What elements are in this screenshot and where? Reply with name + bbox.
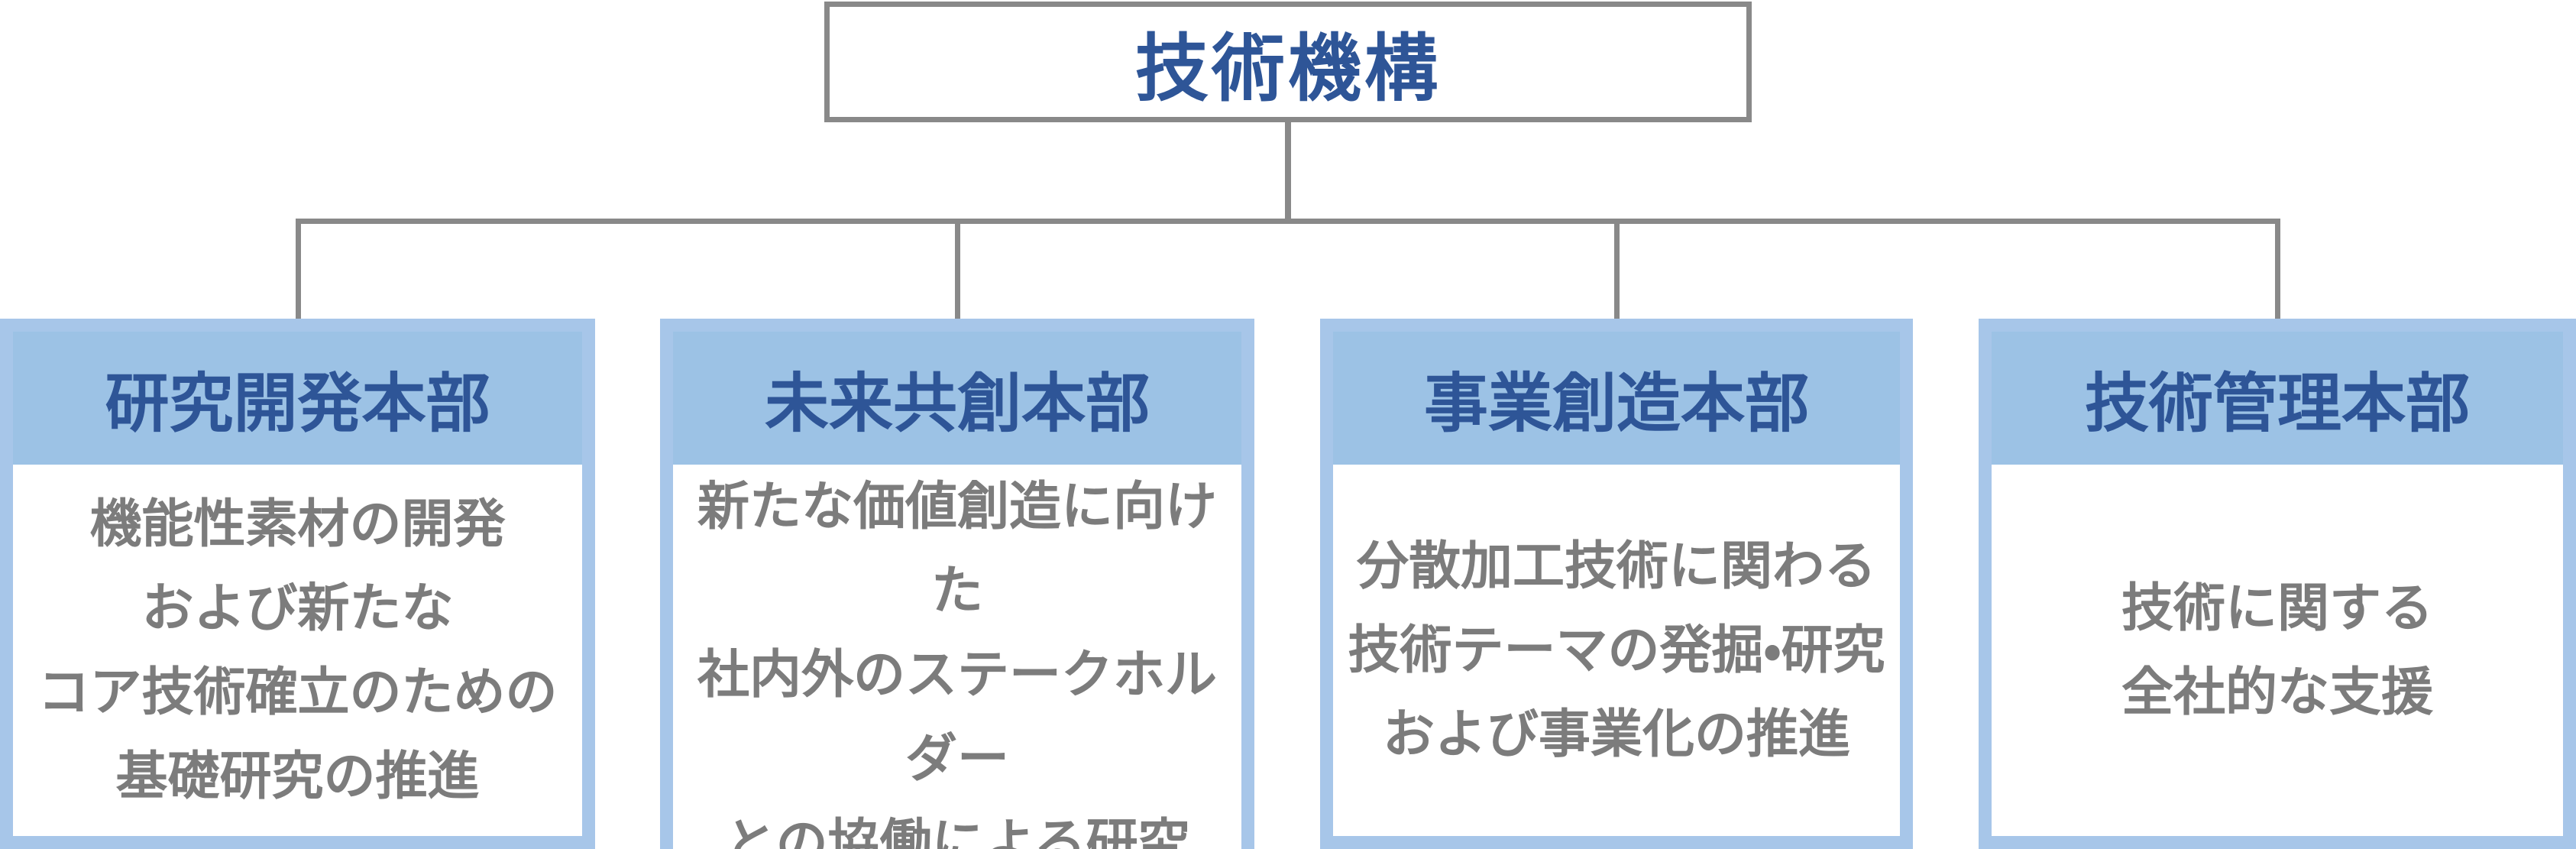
department-title: 技術管理本部 <box>2084 367 2470 439</box>
department-description: 新たな価値創造に向けた 社内外のステークホルダー との協働による研究 および事業… <box>697 478 1217 849</box>
department-description: 分散加工技術に関わる 技術テーマの発掘・研究 および事業化の推進 <box>1348 536 1885 764</box>
connector-drop-2 <box>955 224 960 319</box>
department-description: 機能性素材の開発 および新たな コア技術確立のための 基礎研究の推進 <box>37 494 558 806</box>
root-node-box: 技術機構 <box>824 2 1752 122</box>
department-description: 技術に関する 全社的な支援 <box>2121 578 2433 721</box>
department-title: 研究開発本部 <box>105 367 490 439</box>
department-body: 技術に関する 全社的な支援 <box>1992 465 2563 836</box>
department-title: 事業創造本部 <box>1423 367 1809 439</box>
department-header: 未来共創本部 <box>673 332 1241 465</box>
department-box-rnd: 研究開発本部 機能性素材の開発 および新たな コア技術確立のための 基礎研究の推… <box>0 319 595 849</box>
root-node-title: 技術機構 <box>1135 28 1441 110</box>
department-box-technology-management: 技術管理本部 技術に関する 全社的な支援 <box>1979 319 2576 849</box>
department-header: 研究開発本部 <box>13 332 582 465</box>
connector-drop-4 <box>2275 224 2280 319</box>
department-header: 事業創造本部 <box>1333 332 1900 465</box>
department-body: 分散加工技術に関わる 技術テーマの発掘・研究 および事業化の推進 <box>1333 465 1900 836</box>
department-box-business-creation: 事業創造本部 分散加工技術に関わる 技術テーマの発掘・研究 および事業化の推進 <box>1320 319 1913 849</box>
department-body: 新たな価値創造に向けた 社内外のステークホルダー との協働による研究 および事業… <box>673 465 1241 849</box>
department-box-future-cocreation: 未来共創本部 新たな価値創造に向けた 社内外のステークホルダー との協働による研… <box>660 319 1254 849</box>
department-title: 未来共創本部 <box>764 367 1150 439</box>
connector-horizontal <box>296 219 2280 224</box>
connector-stem <box>1285 122 1291 220</box>
department-header: 技術管理本部 <box>1992 332 2563 465</box>
connector-drop-1 <box>296 224 301 319</box>
connector-drop-3 <box>1614 224 1620 319</box>
department-body: 機能性素材の開発 および新たな コア技術確立のための 基礎研究の推進 <box>13 465 582 836</box>
